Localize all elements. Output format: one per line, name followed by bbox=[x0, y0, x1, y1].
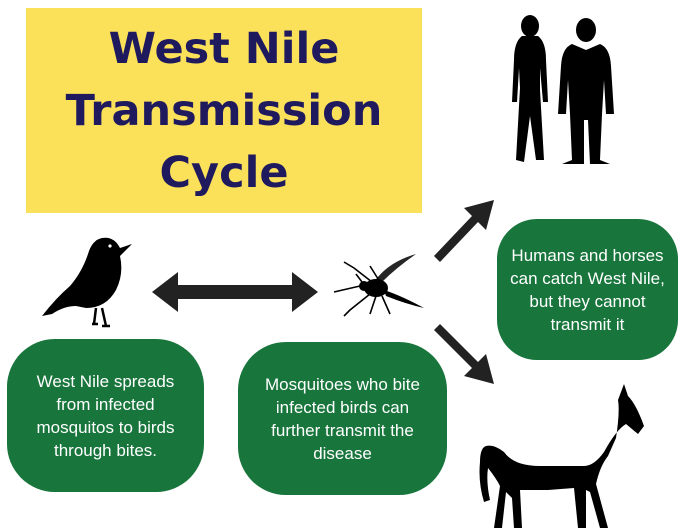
mosquito-caption-bubble: Mosquitoes who bite infected birds can f… bbox=[238, 342, 447, 495]
arrow-up-right-icon bbox=[430, 198, 496, 262]
horse-silhouette-icon bbox=[478, 382, 648, 529]
human-horse-caption-text: Humans and horses can catch West Nile, b… bbox=[503, 244, 672, 336]
bird-caption-bubble: West Nile spreads from infected mosquito… bbox=[7, 339, 204, 492]
mosquito-caption-text: Mosquitoes who bite infected birds can f… bbox=[250, 373, 435, 465]
people-silhouette-icon bbox=[500, 10, 620, 170]
title-line-1: West Nile bbox=[109, 18, 340, 80]
title-box: West Nile Transmission Cycle bbox=[26, 8, 422, 213]
bird-caption-text: West Nile spreads from infected mosquito… bbox=[19, 370, 192, 462]
mosquito-silhouette-icon bbox=[330, 252, 430, 318]
human-horse-caption-bubble: Humans and horses can catch West Nile, b… bbox=[497, 219, 678, 360]
bird-silhouette-icon bbox=[36, 232, 136, 330]
double-arrow-icon bbox=[150, 270, 320, 314]
title-line-3: Cycle bbox=[160, 142, 289, 204]
title-line-2: Transmission bbox=[66, 80, 383, 142]
